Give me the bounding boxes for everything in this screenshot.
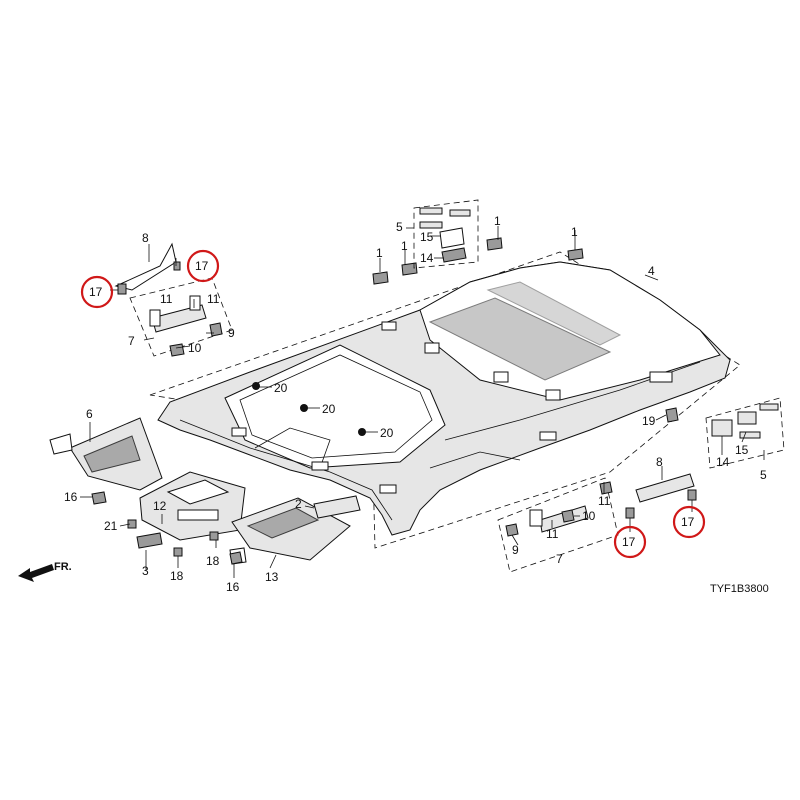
front-arrow: FR. [18,561,72,582]
highlight-17-right-lower [613,525,647,559]
callout-1: 1 [571,225,578,239]
callout-4: 4 [648,264,655,278]
callout-8: 8 [142,231,149,245]
callout-7: 7 [556,552,563,566]
highlight-17-left-lower [80,275,114,309]
callout-15: 15 [735,443,749,457]
bracket-2 [313,495,361,519]
assist-grip-group-left [114,242,233,357]
callout-18: 18 [206,554,220,568]
callout-5: 5 [396,220,403,234]
clips-1 [372,237,584,285]
callout-9: 9 [512,543,519,557]
front-console [91,471,246,557]
callout-7: 7 [128,334,135,348]
callout-13: 13 [265,570,279,584]
highlight-circles [80,249,706,559]
callout-14: 14 [716,455,730,469]
callout-20: 20 [274,381,288,395]
clip-19 [665,407,679,423]
callout-15: 15 [420,230,434,244]
diagram-code: TYF1B3800 [710,583,769,595]
callout-16: 16 [226,580,240,594]
callout-9: 9 [228,326,235,340]
callout-10: 10 [582,509,596,523]
callout-18: 18 [170,569,184,583]
callout-11: 11 [160,292,173,306]
callout-1: 1 [401,239,408,253]
callout-20: 20 [322,402,336,416]
clips-16 [229,551,243,565]
callout-1: 1 [376,246,383,260]
highlight-17-right-upper [672,505,706,539]
callout-11: 11 [207,292,220,306]
callout-12: 12 [153,499,167,513]
bolts-20 [252,382,366,436]
callout-2: 2 [295,497,302,511]
leader-lines [80,226,765,578]
callout-11: 11 [598,494,611,508]
callout-11: 11 [546,527,559,541]
sun-visor-left [49,417,163,491]
highlight-17-left-upper [186,249,220,283]
callout-5: 5 [760,468,767,482]
headliner [149,251,741,549]
callout-17: 17 [622,535,636,549]
callout-16: 16 [64,490,78,504]
callout-17: 17 [195,259,209,273]
callout-1: 1 [494,214,501,228]
callout-17: 17 [681,515,695,529]
callout-10: 10 [188,341,202,355]
callout-19: 19 [642,414,656,428]
callout-14: 14 [420,251,434,265]
callout-3: 3 [142,564,149,578]
light-group-top [413,199,479,269]
callout-20: 20 [380,426,394,440]
front-label: FR. [54,561,72,573]
callout-labels: 1 1 1 1 2 3 4 5 5 6 7 7 8 8 9 9 10 10 11… [64,214,767,594]
callout-21: 21 [104,519,118,533]
light-group-right [705,397,785,469]
callout-8: 8 [656,455,663,469]
bracket-8-right [625,473,697,519]
callout-6: 6 [86,407,93,421]
callout-17: 17 [89,285,103,299]
